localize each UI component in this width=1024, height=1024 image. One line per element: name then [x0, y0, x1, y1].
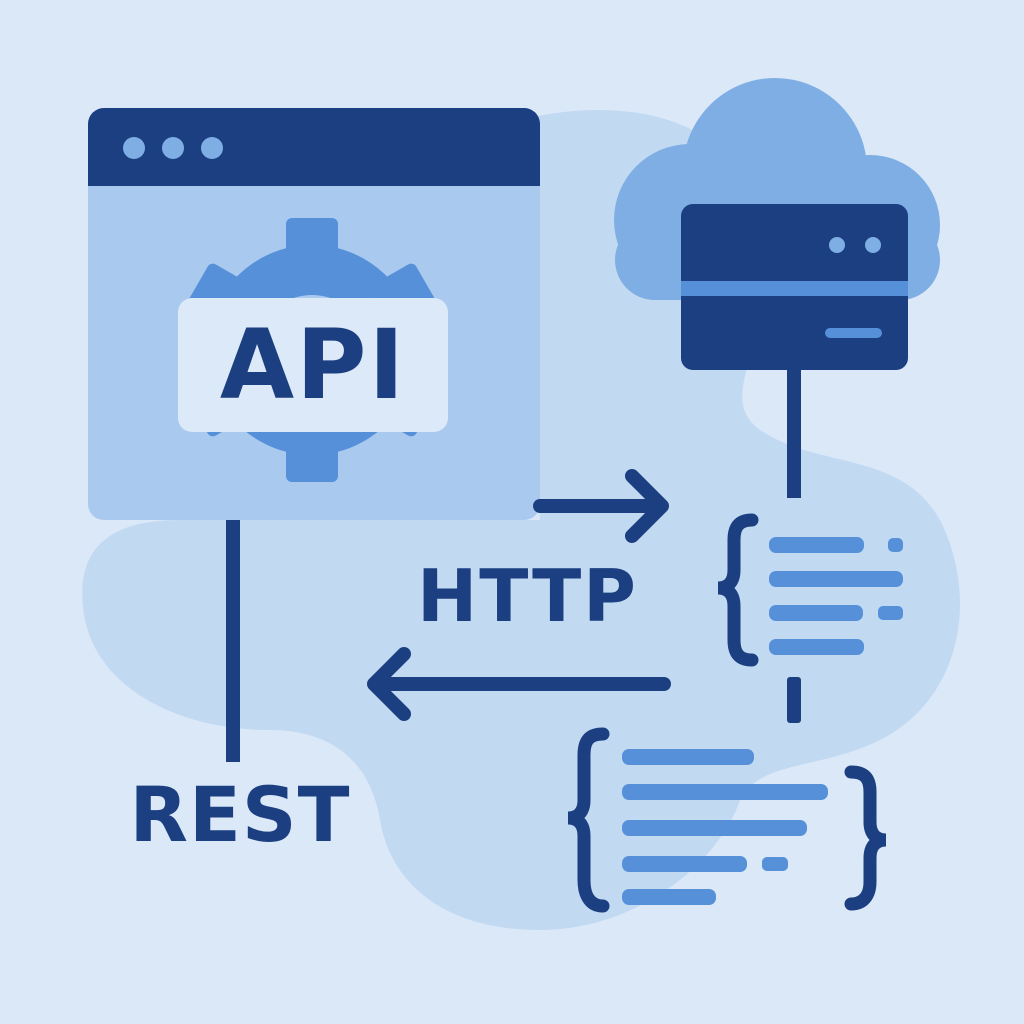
api-label: API: [219, 309, 407, 421]
server-icon: [681, 204, 908, 370]
window-dot-1: [123, 137, 145, 159]
curly-brace-right-icon: [844, 765, 887, 911]
window-dot-3: [201, 137, 223, 159]
rest-label: REST: [129, 770, 351, 859]
connector-lines: [226, 370, 801, 762]
http-label: HTTP: [417, 554, 638, 638]
curly-brace-icon: [717, 513, 759, 667]
window-dot-2: [162, 137, 184, 159]
json-block-large: [567, 727, 887, 913]
json-block-small: [717, 513, 903, 667]
arrow-right-icon: [533, 469, 669, 543]
arrow-left-icon: [367, 647, 671, 721]
curly-brace-left-icon: [567, 727, 610, 913]
api-badge: [178, 298, 448, 432]
